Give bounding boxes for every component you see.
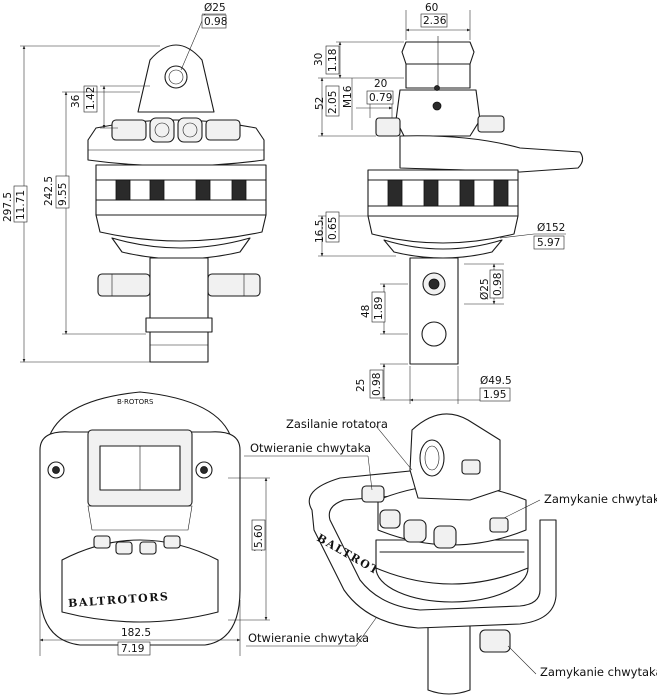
bottom-fittings	[93, 535, 181, 555]
dim-ear-mm: 30	[313, 53, 325, 66]
dim-width-in: 2.36	[423, 15, 447, 27]
label-gripper-open-upper: Otwieranie chwytaka	[250, 441, 371, 455]
side-dimensions: 60 2.36 30 1.18 M16 52 2.05 20 0.79 16.5	[313, 2, 566, 404]
label-rotator-supply: Zasilanie rotatora	[286, 417, 388, 431]
dim-port-in: 0.79	[369, 92, 392, 104]
label-gripper-close-upper: Zamykanie chwytaka	[544, 492, 657, 506]
dim-ear-in: 1.18	[327, 49, 339, 72]
dim-shaft-len-in: 1.89	[373, 297, 385, 320]
dim-shaft-dia-in: 1.95	[483, 389, 506, 401]
dim-housing-in: 0.65	[327, 217, 339, 240]
dim-mount-height-in: 1.42	[85, 87, 97, 110]
dim-overall-in: 11.71	[15, 190, 27, 220]
dim-bracket-height-in: 5.60	[253, 525, 265, 548]
label-gripper-open-lower: Otwieranie chwytaka	[248, 631, 369, 645]
dim-bracket-width-mm: 182.5	[121, 627, 151, 639]
iso-fittings	[361, 459, 511, 653]
dim-bracket-width-in: 7.19	[121, 643, 144, 655]
dim-port-mm: 20	[374, 78, 387, 90]
dim-thread: M16	[342, 85, 354, 108]
dim-shaft-end-in: 0.98	[371, 373, 383, 396]
dim-shaft-hole-in: 0.98	[492, 273, 504, 296]
isometric-view: BALTROTORS	[308, 413, 557, 695]
callouts: Zasilanie rotatora Otwieranie chwytaka Z…	[244, 417, 657, 679]
dim-housing-mm: 16.5	[314, 220, 326, 243]
dim-body-mm: 242.5	[43, 176, 55, 206]
dim-upper-mm: 52	[314, 97, 326, 110]
front-fittings	[111, 117, 241, 143]
front-view	[87, 44, 267, 363]
bottom-dimensions: 142 5.60 182.5 7.19	[39, 477, 270, 656]
bottom-small-mark: B·ROTORS	[117, 398, 154, 406]
dim-upper-in: 2.05	[327, 91, 339, 114]
dim-overall-mm: 297.5	[2, 192, 14, 222]
dim-housing-dia-in: 5.97	[537, 237, 560, 249]
bottom-view: B·ROTORS BALTROTORS	[39, 391, 241, 646]
dim-body-in: 9.55	[57, 183, 69, 206]
dim-top-hole-in: 0.98	[204, 16, 227, 28]
label-gripper-close-lower: Zamykanie chwytaka	[540, 665, 657, 679]
dim-housing-dia-mm: Ø152	[537, 222, 565, 234]
dim-shaft-dia-mm: Ø49.5	[480, 375, 512, 387]
front-dimensions: Ø25 0.98 36 1.42 297.5 11.71 242.5 9.55	[2, 2, 227, 363]
dim-mount-height-mm: 36	[70, 94, 82, 108]
dim-shaft-len-mm: 48	[360, 305, 372, 318]
dim-top-hole-mm: Ø25	[204, 2, 226, 14]
dim-width-mm: 60	[425, 2, 438, 14]
dim-shaft-end-mm: 25	[355, 379, 367, 392]
dim-shaft-hole-mm: Ø25	[479, 278, 491, 300]
side-view	[367, 36, 584, 365]
